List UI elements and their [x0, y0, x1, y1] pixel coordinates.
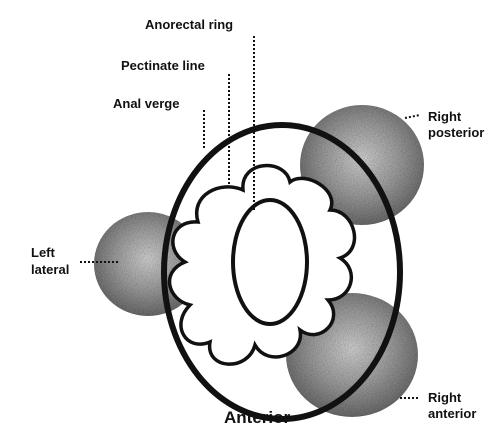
anorectal-ring: [231, 198, 309, 326]
right-posterior-label-line1: Right: [428, 109, 462, 124]
leader-lines: [80, 36, 421, 399]
anal-verge-ring: [161, 122, 403, 422]
pectinate-line-label: Pectinate line: [121, 58, 205, 73]
left-lateral-label-line2: lateral: [31, 262, 70, 277]
right-anterior-label-line2: anterior: [428, 406, 477, 421]
right-anterior-label-line1: Right: [428, 390, 462, 405]
right-posterior-label-line2: posterior: [428, 125, 485, 140]
left-lateral-label-line1: Left: [31, 245, 55, 260]
anorectal-ring-label: Anorectal ring: [145, 17, 234, 32]
right-posterior-leader: [404, 114, 421, 119]
anterior-orientation-label: Anterior: [224, 408, 291, 427]
anal-verge-label: Anal verge: [113, 96, 180, 111]
